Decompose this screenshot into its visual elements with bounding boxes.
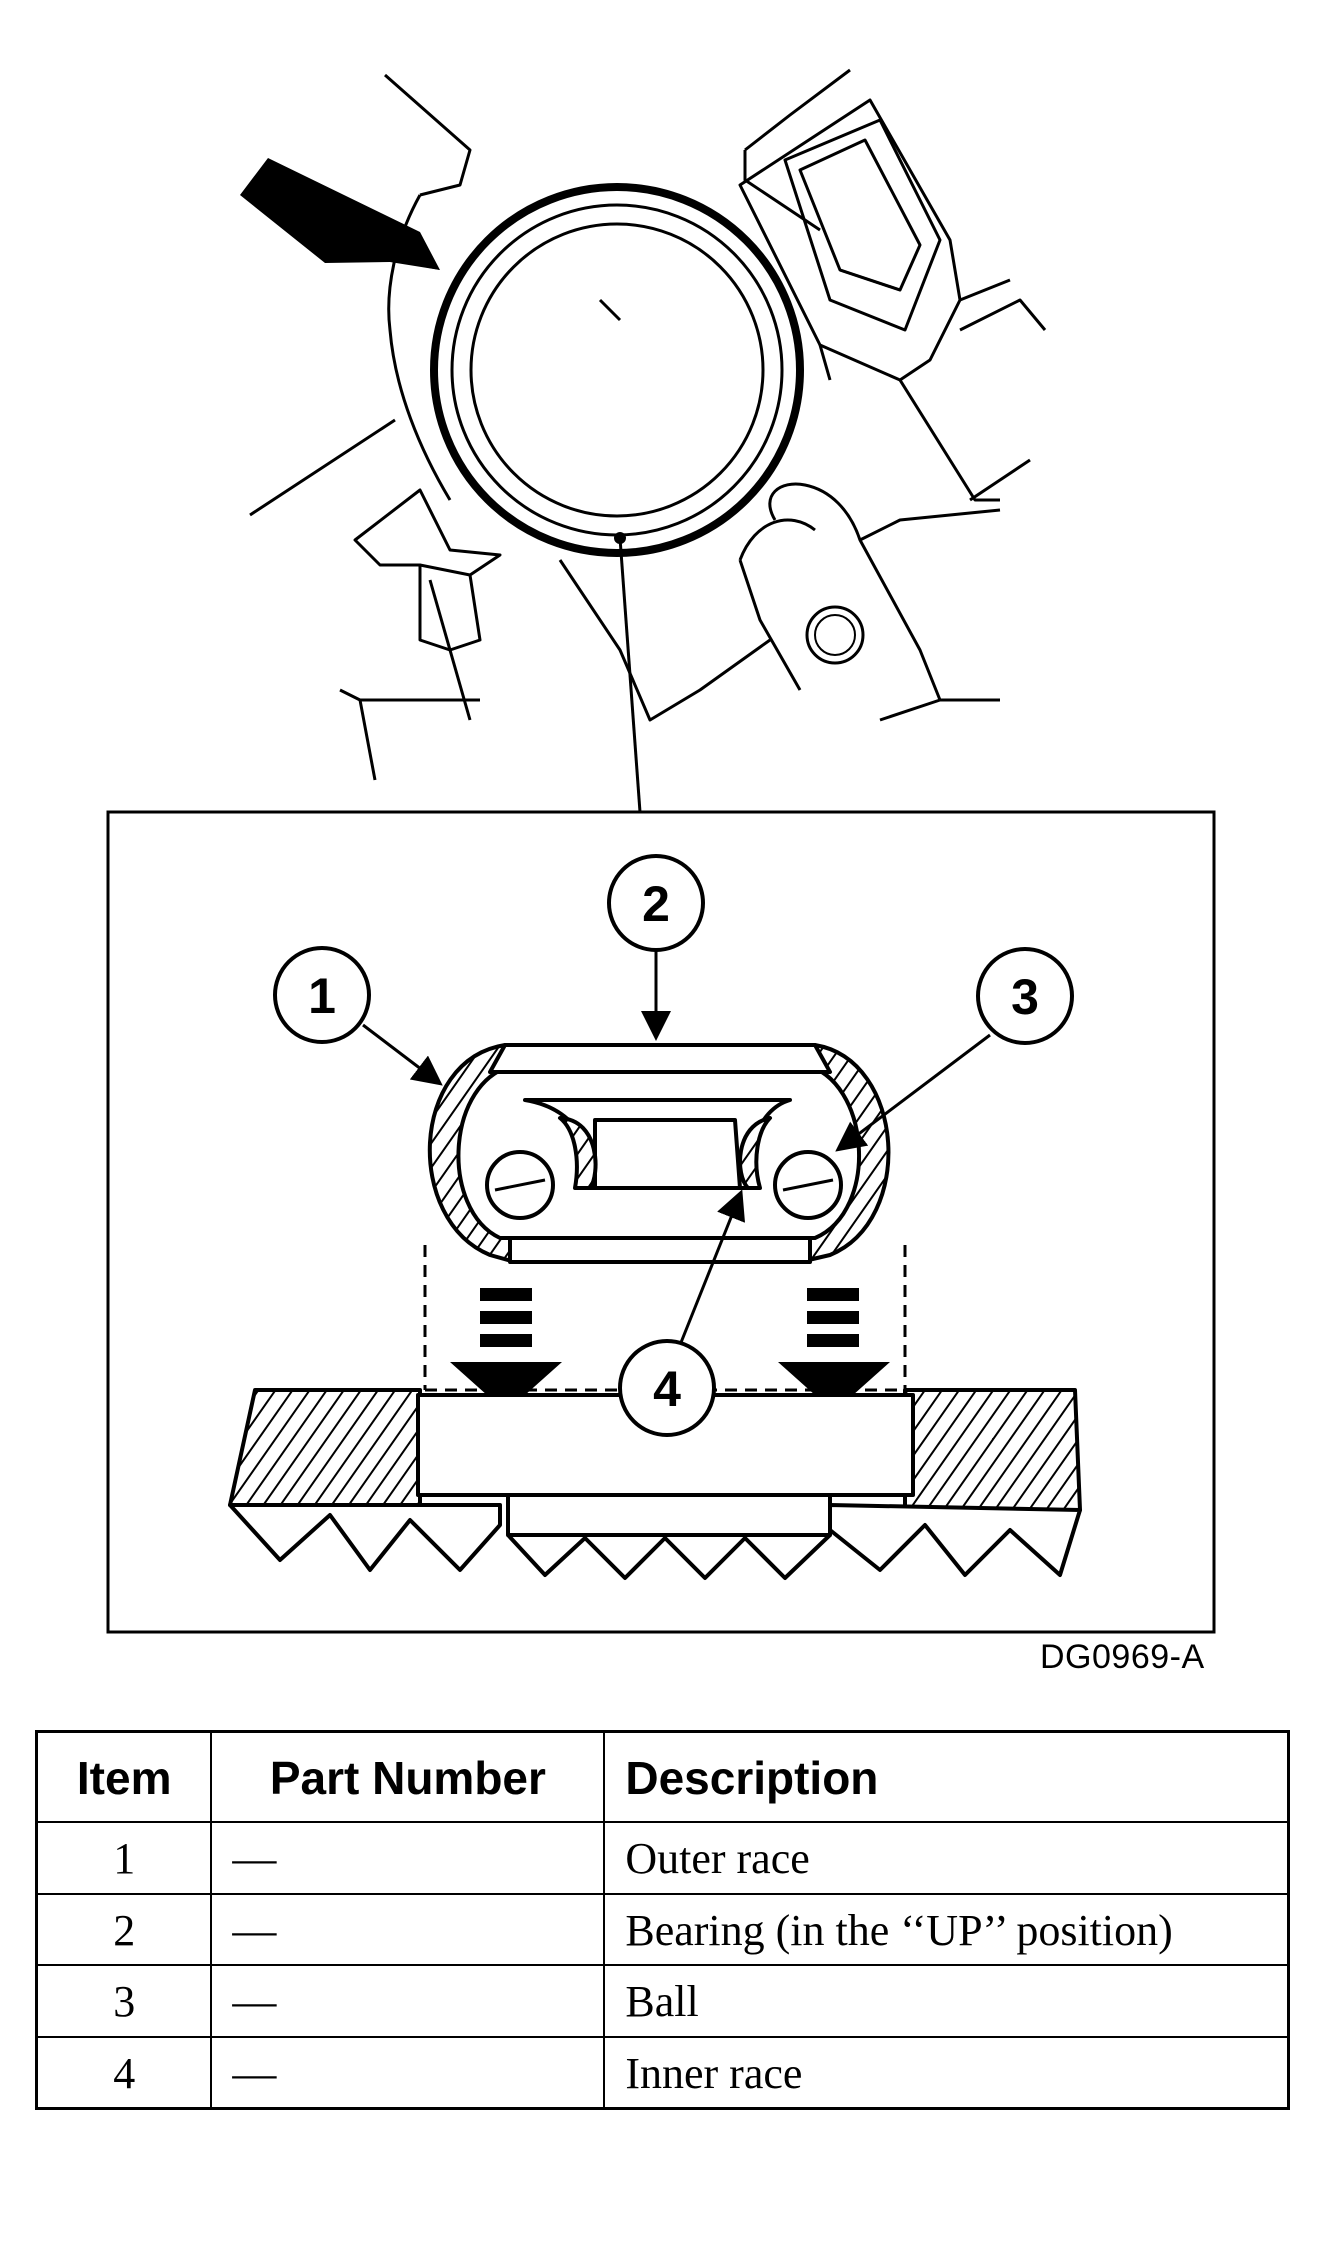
down-arrow-right-icon	[778, 1288, 890, 1412]
detail-view-frame	[106, 810, 1216, 1634]
gear-housing-base	[228, 1388, 1082, 1580]
callout-leaders	[362, 945, 991, 1346]
row-part-number: —	[210, 1821, 606, 1895]
callout-1: 1	[273, 946, 371, 1044]
table-row: 4 — Inner race	[35, 2035, 1290, 2110]
down-arrow-left-icon	[450, 1288, 562, 1412]
callout-2-label: 2	[642, 876, 670, 932]
table-header-row: Item Part Number Description	[35, 1730, 1290, 1823]
row-part-number: —	[210, 2035, 606, 2110]
table-row: 2 — Bearing (in the ‘‘UP’’ position)	[35, 1892, 1290, 1967]
row-part-number: —	[210, 1892, 606, 1967]
callout-3: 3	[976, 947, 1074, 1045]
row-item: 4	[35, 2035, 213, 2110]
row-item: 2	[35, 1892, 213, 1967]
bearing-diagram: 1 2 3 4	[106, 68, 1216, 1634]
diagram-svg: 1 2 3 4	[106, 68, 1216, 1634]
figure-code: DG0969-A	[1040, 1638, 1205, 1676]
header-description: Description	[603, 1730, 1290, 1823]
detail-leader-line	[618, 537, 642, 813]
row-description: Outer race	[603, 1821, 1290, 1895]
row-item: 1	[35, 1821, 213, 1895]
header-item: Item	[35, 1730, 213, 1823]
row-description: Ball	[603, 1964, 1290, 2038]
callout-4: 4	[618, 1339, 716, 1437]
row-item: 3	[35, 1964, 213, 2038]
location-arrow-icon	[240, 158, 440, 270]
bearing-cross-section	[427, 1043, 891, 1264]
row-part-number: —	[210, 1964, 606, 2038]
housing-outline	[249, 68, 1047, 781]
callout-1-label: 1	[308, 968, 336, 1024]
table-row: 1 — Outer race	[35, 1821, 1290, 1895]
header-part-number: Part Number	[210, 1730, 606, 1823]
bolt-hole	[805, 605, 865, 665]
callout-2: 2	[607, 854, 705, 952]
callout-4-label: 4	[653, 1361, 681, 1417]
row-description: Inner race	[603, 2035, 1290, 2110]
callout-3-label: 3	[1011, 969, 1039, 1025]
bearing-bore	[430, 183, 804, 557]
table-row: 3 — Ball	[35, 1964, 1290, 2038]
parts-table: Item Part Number Description 1 — Outer r…	[35, 1730, 1290, 2111]
row-description: Bearing (in the ‘‘UP’’ position)	[603, 1892, 1290, 1967]
